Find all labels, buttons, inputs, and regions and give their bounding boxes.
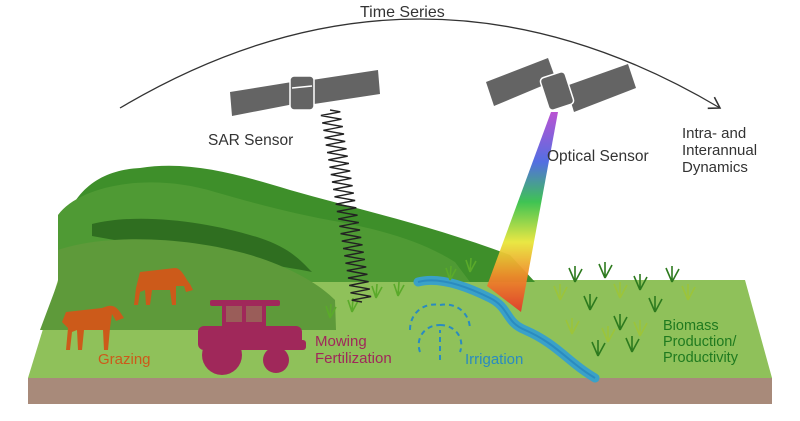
time-series-arc: [119, 18, 722, 110]
sar-signal-wave: [320, 109, 372, 303]
tractor-icon: [198, 300, 306, 375]
cow-icon: [62, 305, 124, 350]
soil-block: [28, 378, 772, 404]
grass-tufts: [325, 257, 477, 319]
time-series-label: Time Series: [360, 4, 445, 21]
river-bank: [417, 279, 596, 379]
optical-spectrum-beam: [487, 112, 558, 312]
sar-sensor-label: SAR Sensor: [208, 132, 294, 149]
irrigation-label: Irrigation: [465, 351, 524, 368]
optical-satellite-icon: [486, 58, 636, 112]
biomass-label: Biomass Production/ Productivity: [663, 318, 738, 367]
grazing-label: Grazing: [98, 351, 151, 368]
optical-sensor-label: Optical Sensor: [547, 148, 649, 165]
biomass-plants: [553, 262, 696, 357]
cow-icon: [134, 268, 193, 305]
mowing-fertilization-label: Mowing Fertilization: [315, 333, 392, 367]
dynamics-label: Intra- and Interannual Dynamics: [682, 125, 758, 176]
irrigation-sprinkler-icon: [409, 303, 471, 360]
sar-satellite-icon: [230, 70, 380, 116]
